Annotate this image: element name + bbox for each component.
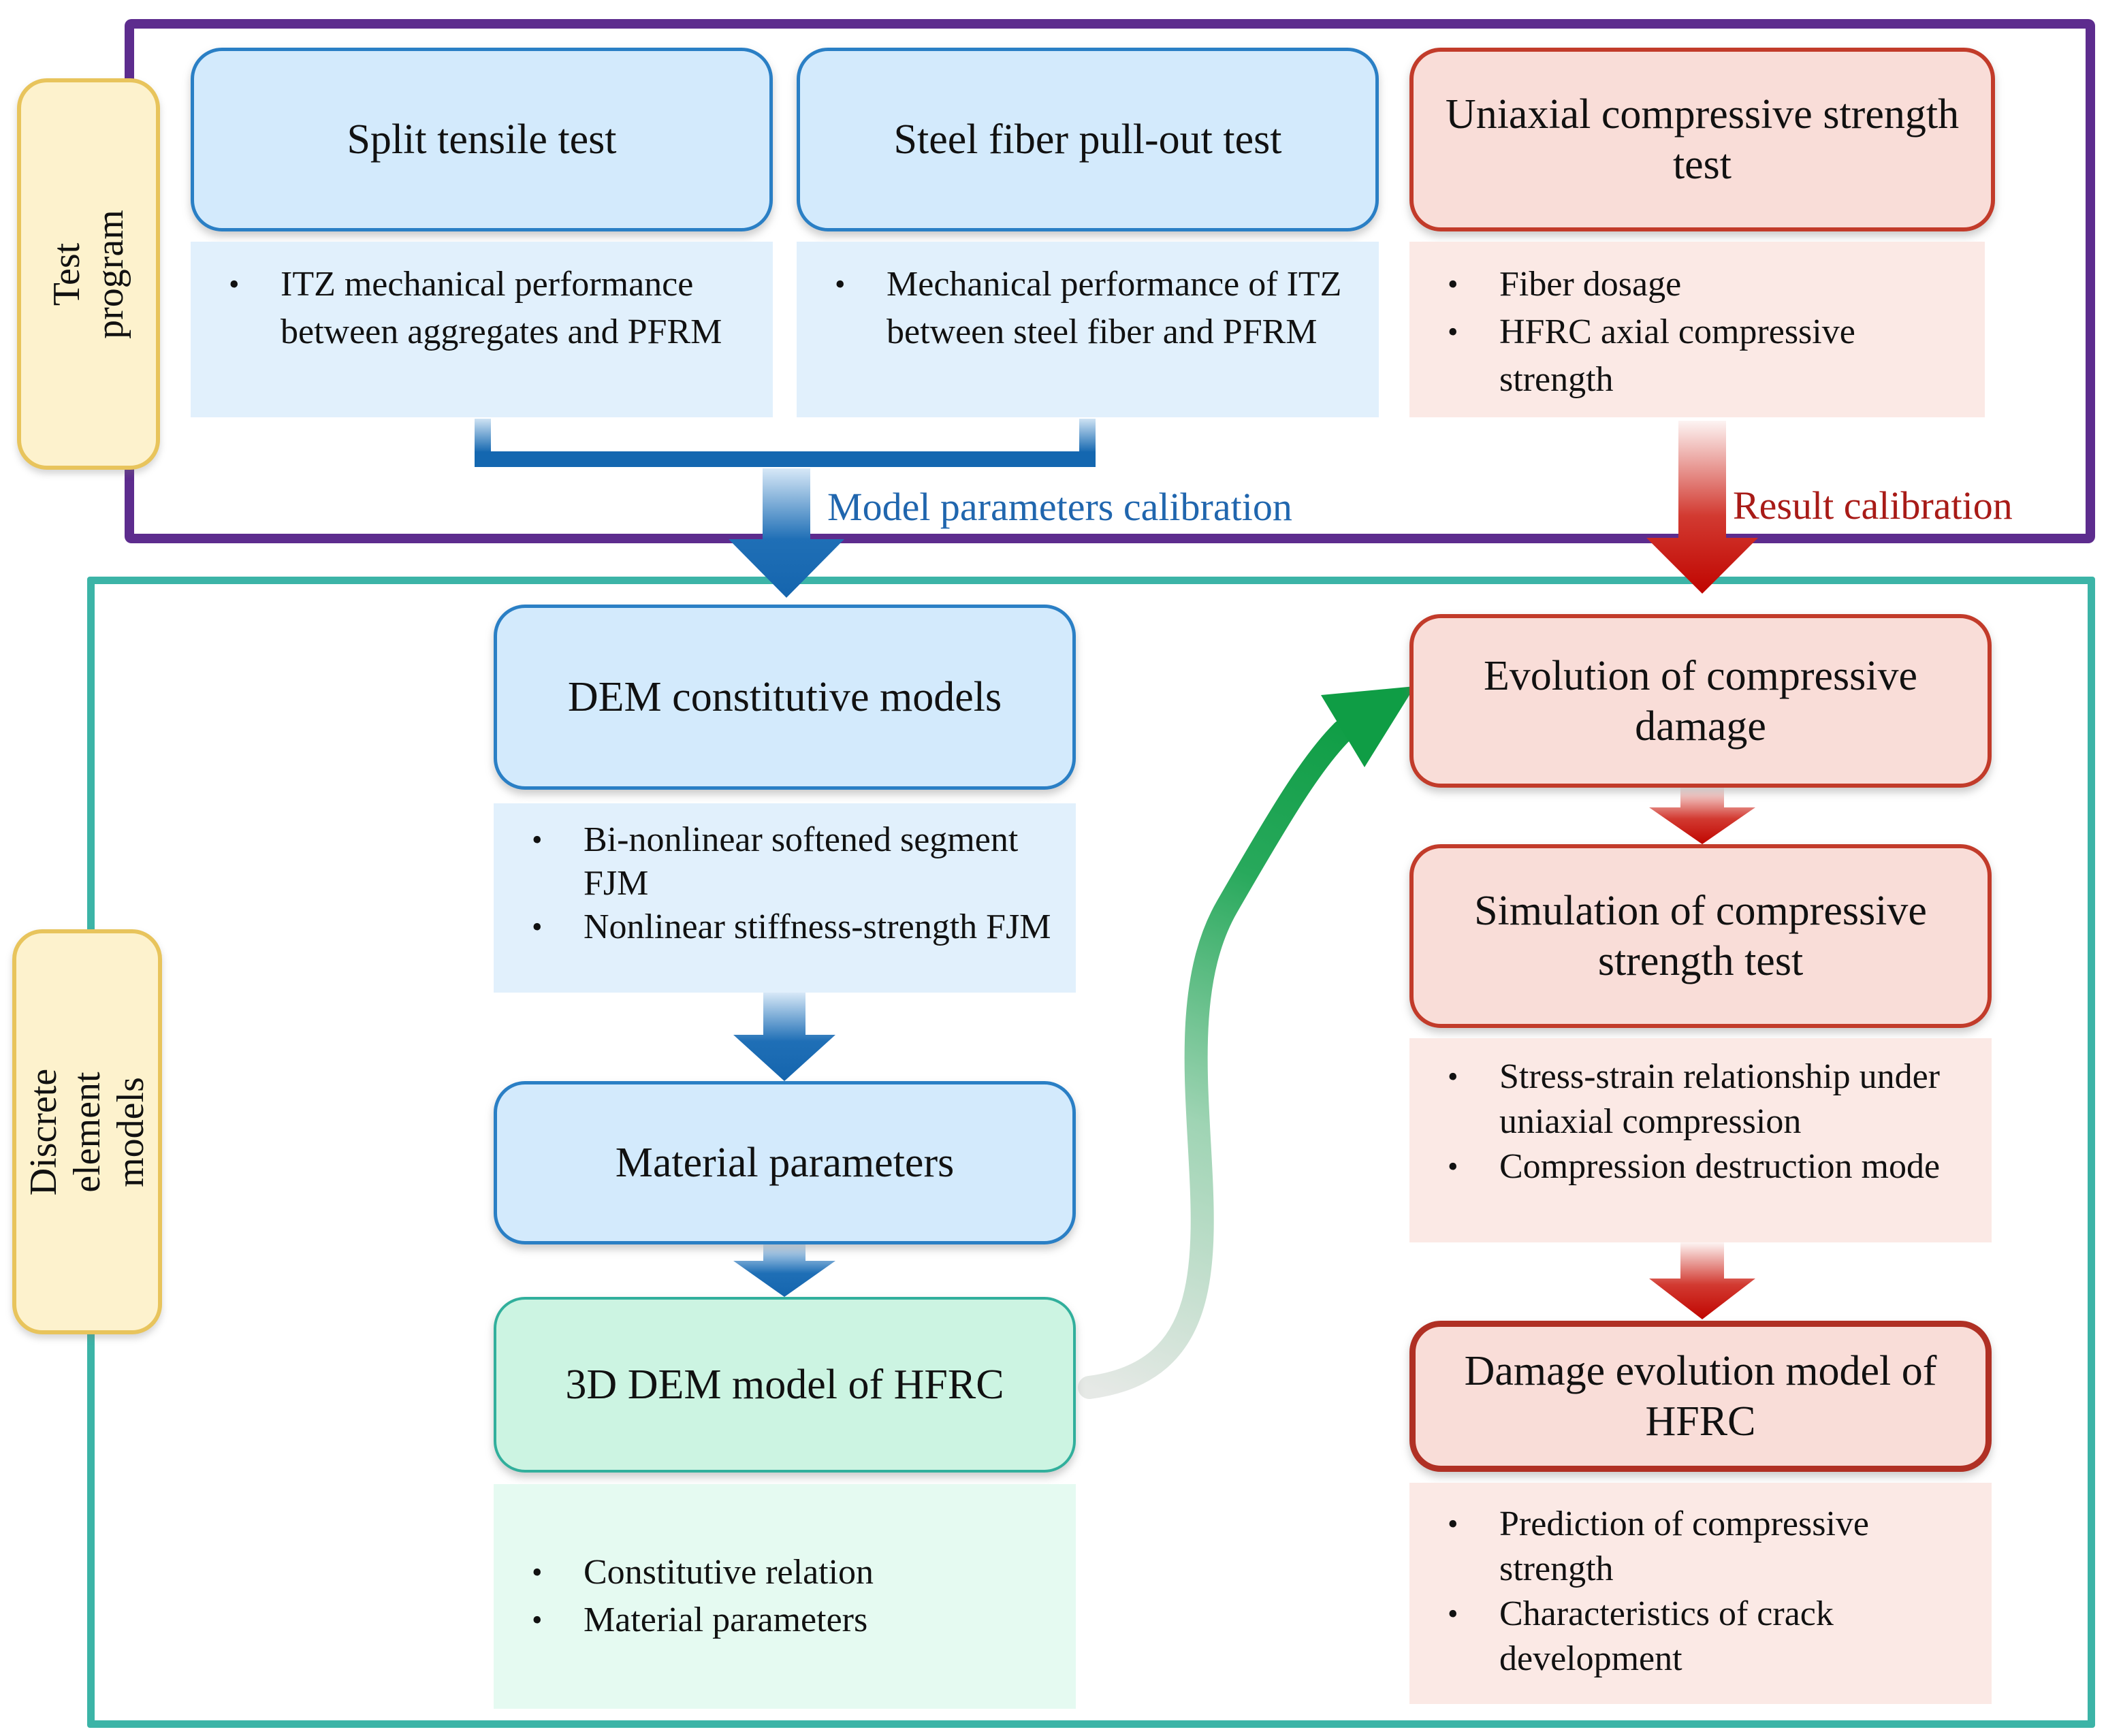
- box-split-tensile-test: Split tensile test: [191, 48, 773, 231]
- section-label-text: Discrete element models: [22, 1068, 152, 1195]
- panel-simulation-notes: Stress-strain relationship under uniaxia…: [1409, 1038, 1992, 1242]
- panel-3d-dem-notes: Constitutive relation Material parameter…: [494, 1484, 1076, 1709]
- dem-to-material-arrow-icon: [733, 993, 835, 1081]
- panel-fiber-pullout-notes: Mechanical performance of ITZ between st…: [797, 242, 1379, 417]
- box-evolution-compressive-damage: Evolution of compressive damage: [1409, 614, 1992, 788]
- box-title: 3D DEM model of HFRC: [565, 1362, 1004, 1408]
- simulation-to-damage-arrow-icon: [1649, 1242, 1755, 1319]
- caption-result-calibration: Result calibration: [1733, 483, 2013, 528]
- box-title: Split tensile test: [347, 116, 617, 163]
- box-title: Simulation of compressive strength test: [1474, 888, 1927, 984]
- section-label-test-program: Test program: [17, 78, 160, 470]
- material-to-3ddem-arrow-icon: [733, 1244, 835, 1297]
- box-title: Evolution of compressive damage: [1483, 652, 1918, 750]
- result-calibration-arrow-icon: [1646, 421, 1758, 594]
- dem-to-evolution-curved-arrow-icon: [1078, 686, 1415, 1399]
- box-uniaxial-compressive-test: Uniaxial compressive strength test: [1409, 48, 1995, 231]
- box-title: Uniaxial compressive strength test: [1445, 91, 1960, 188]
- bullet-item: Characteristics of crack development: [1409, 1592, 1992, 1682]
- bullet-item: Constitutive relation: [494, 1549, 1076, 1596]
- section-label-discrete-element-models: Discrete element models: [12, 929, 162, 1334]
- box-3d-dem-model-hfrc: 3D DEM model of HFRC: [494, 1297, 1076, 1473]
- bullet-item: Nonlinear stiffness-strength FJM: [494, 905, 1076, 949]
- model-calibration-arrow-icon: [729, 468, 844, 598]
- section-label-text: Test program: [46, 209, 131, 339]
- panel-dem-models-notes: Bi-nonlinear softened segment FJM Nonlin…: [494, 803, 1076, 993]
- box-material-parameters: Material parameters: [494, 1081, 1076, 1244]
- bullet-item: HFRC axial compressive strength: [1409, 308, 1985, 404]
- panel-damage-model-notes: Prediction of compressive strength Chara…: [1409, 1483, 1992, 1704]
- box-title: DEM constitutive models: [567, 674, 1002, 720]
- box-title: Material parameters: [615, 1140, 955, 1186]
- bullet-item: Fiber dosage: [1409, 261, 1985, 308]
- bullet-item: Material parameters: [494, 1596, 1076, 1644]
- bullet-item: Prediction of compressive strength: [1409, 1502, 1992, 1592]
- bullet-item: Stress-strain relationship under uniaxia…: [1409, 1055, 1992, 1144]
- panel-split-tensile-notes: ITZ mechanical performance between aggre…: [191, 242, 773, 417]
- evolution-to-simulation-arrow-icon: [1649, 788, 1755, 844]
- panel-uniaxial-notes: Fiber dosage HFRC axial compressive stre…: [1409, 242, 1985, 417]
- box-dem-constitutive-models: DEM constitutive models: [494, 605, 1076, 790]
- bullet-item: Mechanical performance of ITZ between st…: [797, 261, 1379, 356]
- box-title: Steel fiber pull-out test: [893, 116, 1282, 163]
- merge-bracket: [475, 419, 1096, 467]
- box-damage-evolution-model: Damage evolution model of HFRC: [1409, 1321, 1992, 1472]
- caption-model-parameters-calibration: Model parameters calibration: [827, 485, 1292, 529]
- bullet-item: Bi-nonlinear softened segment FJM: [494, 818, 1076, 905]
- box-title: Damage evolution model of HFRC: [1464, 1348, 1937, 1445]
- bullet-item: Compression destruction mode: [1409, 1144, 1992, 1189]
- bullet-item: ITZ mechanical performance between aggre…: [191, 261, 773, 356]
- box-steel-fiber-pullout-test: Steel fiber pull-out test: [797, 48, 1379, 231]
- box-simulation-compressive-test: Simulation of compressive strength test: [1409, 844, 1992, 1028]
